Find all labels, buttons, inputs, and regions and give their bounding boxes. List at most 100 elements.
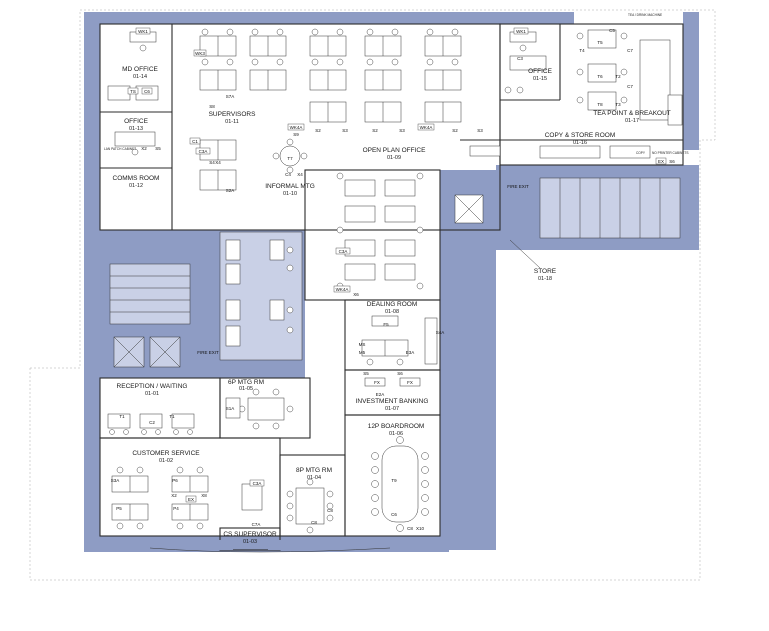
tag-s2a: S2A bbox=[226, 188, 235, 193]
tag-ex: EX bbox=[658, 159, 664, 164]
tag-c8-mtg-b: C8 bbox=[311, 520, 317, 525]
interior-walls bbox=[99, 23, 684, 551]
tag-t6: T6 bbox=[597, 74, 603, 79]
reception-label: RECEPTION / WAITING bbox=[117, 383, 188, 390]
tag-s7a: S7A bbox=[226, 94, 235, 99]
comms-note: LAN PATCH CABINET bbox=[104, 147, 136, 151]
md-office-number: 01-14 bbox=[133, 74, 147, 80]
tag-x8: X8 bbox=[201, 493, 207, 498]
tag-x2: X2 bbox=[171, 493, 177, 498]
entrance-door bbox=[215, 540, 233, 550]
tag-t9: T9 bbox=[391, 478, 397, 483]
fire-exit-label-2: FIRE EXIT bbox=[507, 184, 529, 189]
tag-t7: T7 bbox=[287, 156, 293, 161]
tag-x2-office: X2 bbox=[141, 146, 147, 151]
informal-mtg-label: INFORMAL MTG bbox=[265, 183, 315, 190]
tag-s2: S2 bbox=[315, 128, 321, 133]
comms-room-label: COMMS ROOM bbox=[113, 175, 160, 182]
tag-wk4a-3: WK4A bbox=[336, 287, 349, 292]
site-boundary bbox=[29, 9, 716, 581]
tag-x6: X6 bbox=[353, 292, 359, 297]
tag-x4-b: X4 bbox=[215, 160, 221, 165]
tag-s3-c: S3 bbox=[477, 128, 483, 133]
tag-t4: T4 bbox=[579, 48, 585, 53]
tag-s3-b: S3 bbox=[399, 128, 405, 133]
cs-supervisor-number: 01-03 bbox=[243, 539, 257, 545]
reception-number: 01-01 bbox=[145, 391, 159, 397]
open-plan-label: OPEN PLAN OFFICE bbox=[363, 147, 427, 154]
dealing-room-number: 01-08 bbox=[385, 309, 399, 315]
tag-c3a-3: C3A bbox=[253, 481, 262, 486]
office-15-label: OFFICE bbox=[528, 68, 552, 75]
tag-s3: S3 bbox=[342, 128, 348, 133]
customer-service-label: CUSTOMER SERVICE bbox=[132, 450, 200, 457]
tag-x10: X10 bbox=[416, 526, 425, 531]
boardroom-label: 12P BOARDROOM bbox=[368, 423, 425, 430]
tag-wk1: WK1 bbox=[138, 29, 148, 34]
tag-t2: T2 bbox=[615, 74, 621, 79]
open-plan-number: 01-09 bbox=[387, 155, 401, 161]
tag-f5: F5 bbox=[383, 322, 389, 327]
tag-s3a: S3A bbox=[111, 478, 120, 483]
teapoint-furniture bbox=[576, 29, 683, 126]
tag-ex-cs: EX bbox=[188, 497, 194, 502]
informal-mtg-table bbox=[272, 138, 308, 174]
teapoint-label: TEA POINT & BREAKOUT bbox=[593, 110, 671, 117]
store-leader bbox=[509, 239, 541, 269]
tag-s6: S6 bbox=[397, 371, 403, 376]
copy-note-2: NO PRINTER CABINETS bbox=[652, 151, 688, 155]
tag-wk3: WK3 bbox=[195, 51, 205, 56]
tag-s2-b: S2 bbox=[372, 128, 378, 133]
tag-e3a: E3A bbox=[406, 350, 415, 355]
mtg6-label: 6P MTG RM bbox=[228, 379, 264, 386]
boardroom-number: 01-06 bbox=[389, 431, 403, 437]
tag-c5: C5 bbox=[609, 28, 615, 33]
tag-ts: TS bbox=[130, 89, 136, 94]
customer-service-number: 01-02 bbox=[159, 458, 173, 464]
md-office-label: MD OFFICE bbox=[122, 66, 158, 73]
tag-fx-2: FX bbox=[407, 380, 413, 385]
office-13-label: OFFICE bbox=[124, 118, 148, 125]
tea-note: TEA / DRINK MACHINE bbox=[628, 13, 662, 17]
tag-c6: C6 bbox=[144, 89, 150, 94]
customer-service-desks bbox=[111, 466, 263, 530]
tag-wk1-office15: WK1 bbox=[516, 29, 526, 34]
tag-wk4a: WK4A bbox=[290, 125, 303, 130]
tag-ms: MS bbox=[359, 342, 366, 347]
office-13-number: 01-13 bbox=[129, 126, 143, 132]
copy-store-number: 01-16 bbox=[573, 140, 587, 146]
tag-s6-copy: S6 bbox=[669, 159, 675, 164]
store-label: STORE bbox=[534, 268, 557, 275]
mtg8-table bbox=[286, 478, 334, 534]
comms-room-number: 01-12 bbox=[129, 183, 143, 189]
teapoint-number: 01-17 bbox=[625, 118, 639, 124]
copy-store-label: COPY & STORE ROOM bbox=[545, 132, 616, 139]
tag-c8: C8 bbox=[407, 526, 413, 531]
tag-e2a: E2A bbox=[376, 392, 385, 397]
stair-lift-core bbox=[109, 177, 681, 368]
tag-c1: C1 bbox=[192, 139, 198, 144]
dealing-room-furniture bbox=[361, 315, 438, 366]
entrance-door-2 bbox=[268, 540, 286, 550]
store-number: 01-18 bbox=[538, 276, 552, 282]
tag-s5-office: S5 bbox=[155, 146, 161, 151]
md-office-furniture bbox=[107, 31, 159, 156]
tag-c3a: C3A bbox=[199, 149, 208, 154]
dealing-room-label: DEALING ROOM bbox=[367, 301, 418, 308]
tag-x4: X4 bbox=[297, 172, 303, 177]
tag-wk4a-2: WK4A bbox=[420, 125, 433, 130]
open-plan-desks bbox=[199, 35, 462, 281]
room-labels: MD OFFICE 01-14 OFFICE 01-13 COMMS ROOM … bbox=[104, 13, 688, 545]
tag-t1: T1 bbox=[119, 414, 125, 419]
investment-banking-number: 01-07 bbox=[385, 406, 399, 412]
open-plan-chairs bbox=[201, 28, 459, 290]
entrance-curve bbox=[149, 547, 391, 553]
boardroom-table bbox=[371, 436, 429, 532]
tag-c7: C7 bbox=[627, 48, 633, 53]
tag-t8: T8 bbox=[597, 102, 603, 107]
furniture-tags: WK1 WK1 WK3 WK4A WK4A WK4A S2 S2 S2 S3 S… bbox=[111, 27, 675, 531]
reception-furniture bbox=[107, 413, 195, 435]
mtg8-label: 8P MTG RM bbox=[296, 467, 332, 474]
tag-s9: S9 bbox=[293, 132, 299, 137]
